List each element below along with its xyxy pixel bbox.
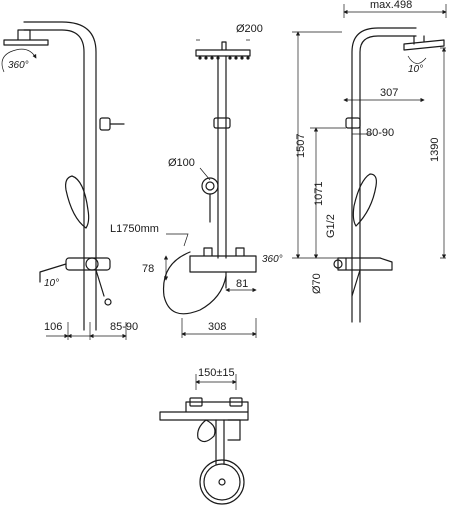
right-view: 10° max.498 307 80-90 1507 1390 1071 G1/…	[292, 0, 447, 323]
hand-shower	[65, 175, 90, 229]
max-width-label: max.498	[370, 0, 412, 11]
tilt-head-label: 10°	[408, 64, 423, 75]
dim-85-90-label: 85-90	[110, 321, 138, 333]
shower-hose	[162, 251, 227, 315]
right-shower-head	[403, 35, 445, 51]
shower-column	[23, 21, 97, 331]
dim-81-label: 81	[236, 278, 248, 290]
outlet-diameter-label: Ø70	[311, 273, 323, 294]
swivel-head-label: 360°	[8, 60, 29, 71]
reach-307-label: 307	[380, 87, 398, 99]
top-overhead-disc	[199, 459, 245, 505]
head-diameter-label: Ø200	[236, 23, 263, 35]
side-view: Ø200 Ø100 L1750mm 78 81 360° 308	[110, 23, 283, 338]
dim-78-label: 78	[142, 263, 154, 275]
top-hand-shower	[197, 419, 216, 443]
centres-label: 150±15	[198, 367, 235, 379]
rotation-arrow-icon	[1, 48, 37, 73]
tilt-spout-label: 10°	[44, 278, 59, 289]
top-mixer	[159, 401, 249, 421]
thread-label: G1/2	[325, 214, 337, 238]
height-1390-label: 1390	[429, 138, 441, 162]
shower-head	[3, 29, 49, 46]
height-1071-label: 1071	[313, 182, 325, 206]
dim-106-label: 106	[44, 321, 62, 333]
front-view: 360° 10° 106 85-90	[1, 21, 138, 340]
rail-80-90-label: 80-90	[366, 127, 394, 139]
top-view: 150±15	[159, 367, 249, 505]
side-mixer	[189, 247, 257, 273]
swivel-spout-label: 360°	[262, 254, 283, 265]
hose-length-label: L1750mm	[110, 223, 159, 235]
slider-bracket	[99, 117, 111, 131]
dim-308-label: 308	[208, 321, 226, 333]
height-1507-label: 1507	[295, 134, 307, 158]
hand-shower-disc	[201, 177, 219, 195]
right-hand-shower	[352, 173, 377, 227]
hand-diameter-label: Ø100	[168, 157, 195, 169]
right-column	[351, 27, 417, 323]
side-column	[217, 55, 227, 259]
right-mixer	[337, 257, 393, 297]
overhead-shower-disc	[195, 41, 251, 57]
